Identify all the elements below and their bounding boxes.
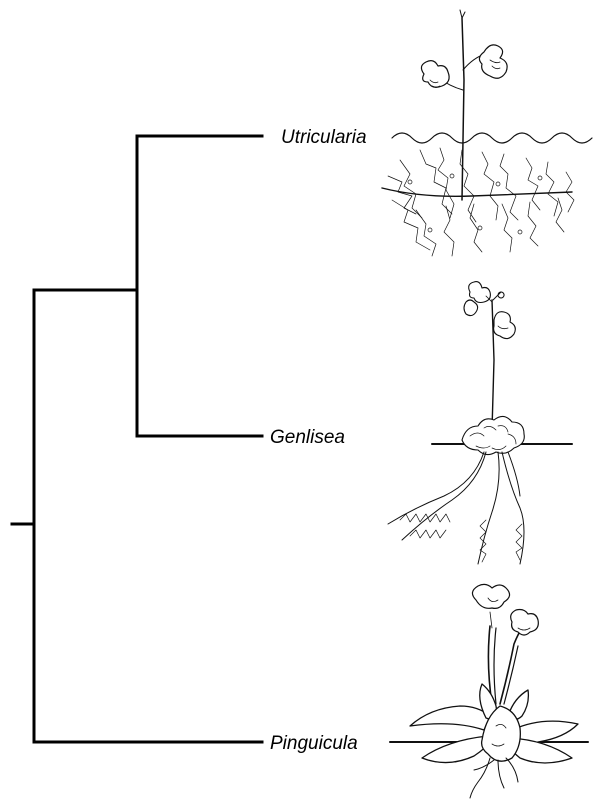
stalk-tip <box>460 10 465 18</box>
bladder-trap <box>408 180 412 184</box>
pinguicula-flower-top <box>472 584 509 628</box>
pinguicula-flower-right <box>511 610 539 636</box>
taxon-label-pinguicula: Pinguicula <box>270 733 358 754</box>
tree-branches <box>12 136 262 742</box>
pinguicula-stalk-right <box>500 628 522 704</box>
utricularia-flower-right <box>479 45 507 78</box>
taxon-label-genlisea: Genlisea <box>270 427 345 448</box>
utricularia-drawing-icon <box>382 10 592 256</box>
utricularia-submerged-leaves <box>382 148 574 256</box>
taxon-label-utricularia: Utricularia <box>281 127 367 148</box>
pinguicula-drawing-icon <box>390 584 588 798</box>
pinguicula-roots <box>470 758 518 798</box>
utricularia-stalk <box>462 18 464 200</box>
taxon-labels: Utricularia Genlisea Pinguicula <box>270 127 367 754</box>
genlisea-flower-top <box>469 282 492 303</box>
water-surface-line <box>392 133 592 143</box>
genlisea-flower-left <box>464 300 478 316</box>
genlisea-rosette <box>462 416 524 454</box>
genlisea-trap-leaves <box>388 452 524 564</box>
genlisea-flower-right <box>494 312 516 339</box>
utricularia-flower-left <box>421 61 449 88</box>
genlisea-drawing-icon <box>388 282 572 564</box>
pinguicula-rosette-leaves <box>410 684 578 763</box>
